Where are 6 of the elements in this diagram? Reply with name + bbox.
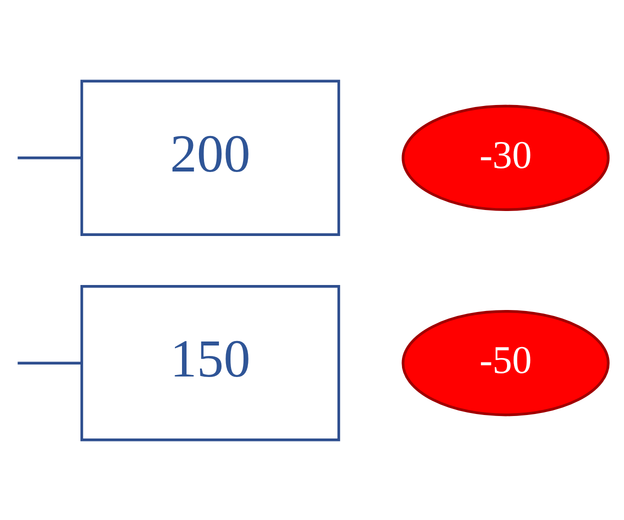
connector <box>18 361 82 364</box>
connector <box>18 156 82 159</box>
node-box: 200 <box>80 79 340 236</box>
node-ellipse: -50 <box>402 310 610 416</box>
node-box: 150 <box>80 284 340 441</box>
node-ellipse: -30 <box>402 104 610 210</box>
